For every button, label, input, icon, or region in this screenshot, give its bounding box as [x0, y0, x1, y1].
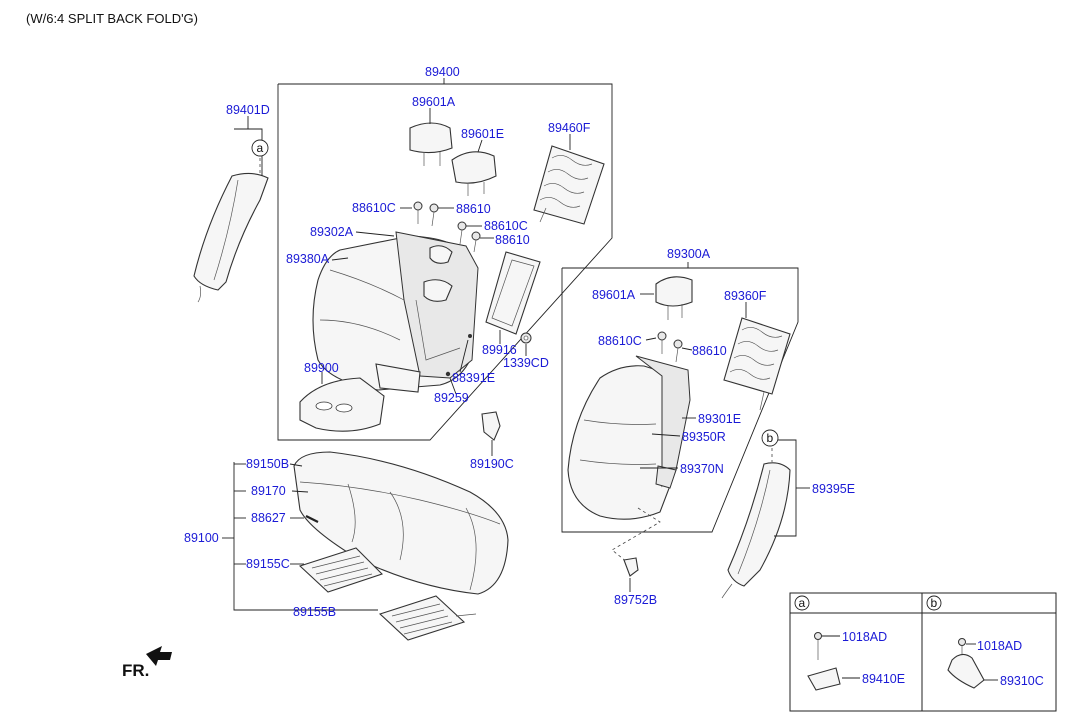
label-88391E[interactable]: 88391E	[452, 371, 495, 385]
label-89601A-right[interactable]: 89601A	[592, 288, 636, 302]
leader-88610-3	[681, 347, 693, 351]
side-trim-89401D[interactable]	[193, 172, 269, 303]
headrest-89601A-right[interactable]	[655, 276, 693, 320]
legend-a-part-icon	[807, 667, 841, 691]
label-89150B[interactable]: 89150B	[246, 457, 289, 471]
heater-mat-89155C[interactable]	[298, 547, 384, 593]
legend-table	[789, 592, 1057, 712]
leader-89380A	[331, 257, 349, 261]
label-89350R[interactable]: 89350R	[682, 430, 726, 444]
label-89259[interactable]: 89259	[434, 391, 469, 405]
label-88610-2[interactable]: 88610	[495, 233, 530, 247]
legend-a-title: a	[799, 596, 806, 610]
label-89360F[interactable]: 89360F	[724, 289, 767, 303]
legend-a-bolt-icon	[814, 632, 822, 660]
label-legend-b-89310C[interactable]: 89310C	[1000, 674, 1044, 688]
bolt-88610C-1[interactable]	[413, 201, 423, 224]
label-89170[interactable]: 89170	[251, 484, 286, 498]
headrest-89601E[interactable]	[451, 151, 497, 196]
label-89100[interactable]: 89100	[184, 531, 219, 545]
clip-88391E[interactable]	[468, 334, 472, 338]
label-88610-1[interactable]: 88610	[456, 202, 491, 216]
cover-89916[interactable]	[485, 251, 541, 335]
headrest-89601A-top[interactable]	[409, 122, 453, 166]
bolt-89259[interactable]	[445, 371, 451, 377]
leader-89752B-dash	[611, 507, 661, 567]
grommet-1339CD[interactable]	[520, 332, 532, 344]
label-89380A[interactable]: 89380A	[286, 252, 330, 266]
label-88610C-3[interactable]: 88610C	[598, 334, 642, 348]
bolt-88610C-2[interactable]	[457, 221, 467, 245]
leader-89302A	[355, 231, 395, 237]
label-89752B[interactable]: 89752B	[614, 593, 657, 607]
legend-b-title: b	[931, 596, 938, 610]
label-88610-3[interactable]: 88610	[692, 344, 727, 358]
label-89190C[interactable]: 89190C	[470, 457, 514, 471]
heater-pad-89460F[interactable]	[533, 145, 605, 225]
label-89401D[interactable]: 89401D	[226, 103, 270, 117]
label-legend-a-1018AD[interactable]: 1018AD	[842, 630, 887, 644]
armrest-89900[interactable]	[299, 377, 385, 432]
leader-89350R	[651, 433, 681, 437]
heater-mat-89155B[interactable]	[378, 595, 477, 641]
label-89916[interactable]: 89916	[482, 343, 517, 357]
leader-89100-vertical	[233, 462, 378, 611]
diagram-header: (W/6:4 SPLIT BACK FOLD'G)	[26, 11, 199, 26]
label-89302A[interactable]: 89302A	[310, 225, 354, 239]
label-88610C-1[interactable]: 88610C	[352, 201, 396, 215]
label-1339CD[interactable]: 1339CD	[503, 356, 549, 370]
side-trim-89395E[interactable]	[721, 462, 791, 599]
bolt-88610-3[interactable]	[673, 339, 683, 363]
bolt-88610C-3[interactable]	[657, 331, 667, 354]
label-legend-a-89410E[interactable]: 89410E	[862, 672, 905, 686]
seatback-assembly-89300A[interactable]	[567, 355, 691, 520]
leader-89170	[291, 490, 309, 493]
front-label: FR.	[122, 661, 149, 680]
label-89155B[interactable]: 89155B	[293, 605, 336, 619]
label-89400[interactable]: 89400	[425, 65, 460, 79]
bolt-88610-2[interactable]	[471, 231, 481, 253]
leader-89401D	[234, 128, 263, 176]
bolt-88610-1[interactable]	[429, 203, 439, 227]
front-arrow-icon	[146, 646, 172, 666]
heater-pad-89360F[interactable]	[723, 317, 791, 411]
bracket-89190C[interactable]	[481, 411, 501, 441]
frame-89300A	[561, 267, 799, 533]
latch-89752B[interactable]	[623, 557, 639, 577]
label-89300A[interactable]: 89300A	[667, 247, 711, 261]
label-89395E[interactable]: 89395E	[812, 482, 855, 496]
label-89370N[interactable]: 89370N	[680, 462, 724, 476]
legend-b-part-icon	[947, 653, 985, 689]
leader-89150B	[289, 463, 303, 467]
leader-89259	[449, 377, 457, 395]
label-88627[interactable]: 88627	[251, 511, 286, 525]
label-89301E[interactable]: 89301E	[698, 412, 741, 426]
label-88610C-2[interactable]: 88610C	[484, 219, 528, 233]
label-89460F[interactable]: 89460F	[548, 121, 591, 135]
label-89601A-top[interactable]: 89601A	[412, 95, 456, 109]
callout-b-text: b	[767, 431, 774, 445]
leader-88610C-3	[645, 337, 657, 341]
callout-a-circle	[251, 139, 269, 157]
callout-a-text: a	[257, 141, 264, 155]
label-89155C[interactable]: 89155C	[246, 557, 290, 571]
label-89601E[interactable]: 89601E	[461, 127, 504, 141]
leader-89601E	[477, 139, 483, 153]
leader-88391E	[459, 339, 469, 373]
wire-88627[interactable]	[305, 515, 319, 523]
callout-b-circle	[761, 429, 779, 447]
label-89900[interactable]: 89900	[304, 361, 339, 375]
label-legend-b-1018AD[interactable]: 1018AD	[977, 639, 1022, 653]
